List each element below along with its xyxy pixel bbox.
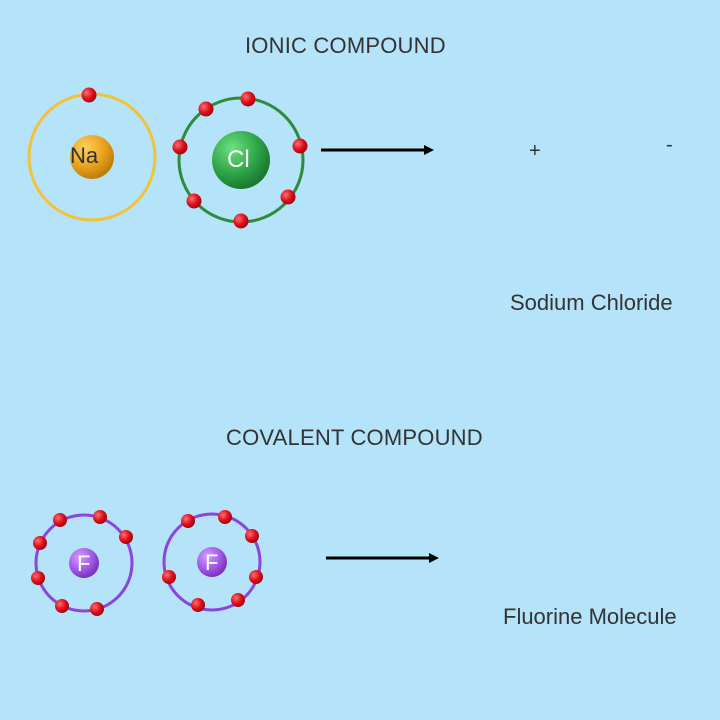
fluorine-molecule-label: Fluorine Molecule [503, 604, 677, 629]
chlorine-atom [172, 91, 308, 229]
sodium-atom [27, 87, 157, 222]
electron [33, 536, 47, 550]
electron [53, 513, 67, 527]
electron [249, 570, 263, 584]
fluorine-atom-2 [162, 510, 263, 612]
positive-charge-sign: + [529, 140, 541, 162]
electron [233, 213, 249, 229]
electron [181, 514, 195, 528]
sodium-chloride-label: Sodium Chloride [510, 290, 673, 315]
chlorine-symbol: Cl [227, 146, 250, 173]
electron [90, 602, 104, 616]
fluorine-atom-1 [31, 510, 134, 616]
covalent-title: COVALENT COMPOUND [226, 425, 483, 450]
sodium-nucleus [70, 135, 114, 179]
electron [93, 510, 107, 524]
fluorine-nucleus [69, 548, 99, 578]
electron [162, 570, 176, 584]
electron [218, 510, 232, 524]
ionic-title: IONIC COMPOUND [245, 33, 446, 58]
electron [292, 138, 308, 154]
electron [245, 529, 259, 543]
fluorine-shell [162, 512, 262, 612]
sodium-symbol: Na [70, 143, 99, 168]
fluorine-nucleus [197, 547, 227, 577]
electron [31, 571, 45, 585]
negative-charge-sign: - [666, 134, 673, 156]
fluorine-symbol-1: F [77, 551, 91, 576]
electron [191, 598, 205, 612]
electron [186, 193, 202, 209]
electron [231, 593, 245, 607]
electron [119, 530, 133, 544]
electron [172, 139, 188, 155]
electron [55, 599, 69, 613]
electron [81, 87, 97, 103]
electron [198, 101, 214, 117]
electron [240, 91, 256, 107]
chlorine-nucleus [212, 131, 270, 189]
fluorine-symbol-2: F [205, 550, 219, 575]
electron [280, 189, 296, 205]
fluorine-shell [34, 513, 134, 613]
